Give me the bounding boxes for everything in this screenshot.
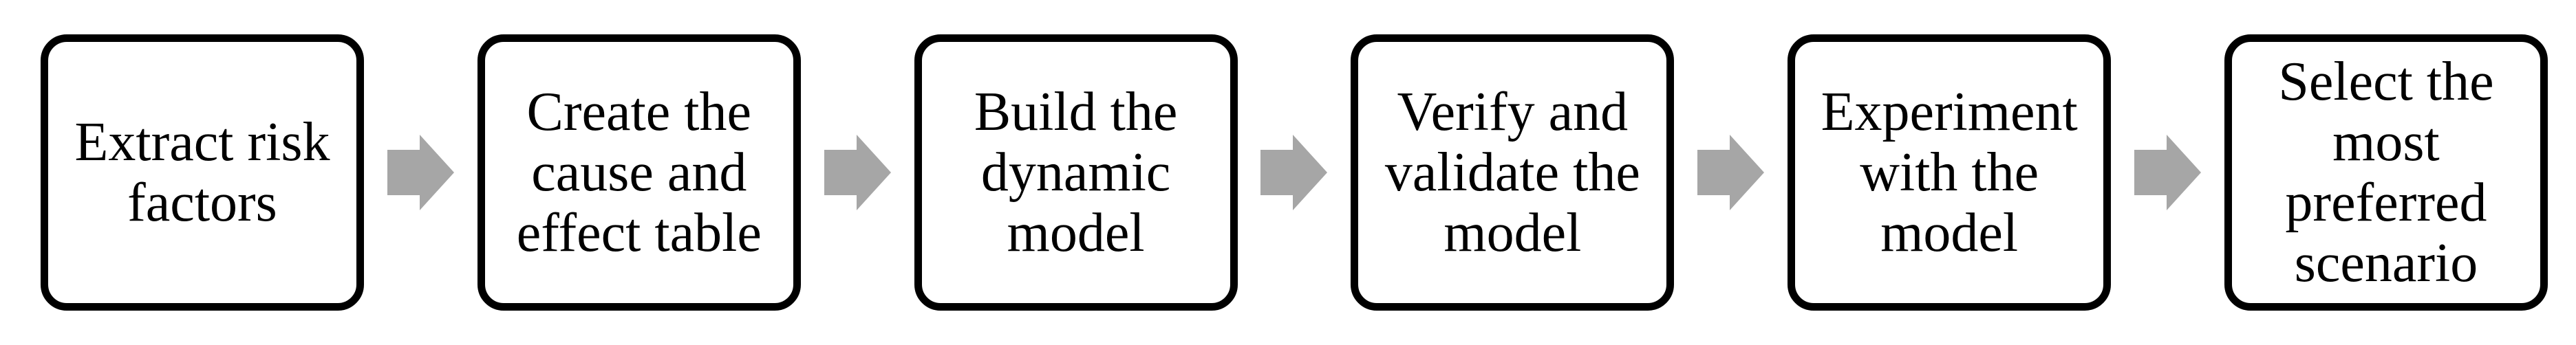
step-label-line: with the — [1860, 142, 2039, 203]
step-label-line: scenario — [2294, 233, 2478, 293]
step-label-line: Experiment — [1821, 82, 2078, 142]
flow-connector — [364, 0, 477, 345]
flow-connector — [1238, 0, 1351, 345]
arrow-right-icon — [824, 135, 891, 210]
arrow-right-icon — [387, 135, 454, 210]
step-label-line: Create the — [526, 82, 752, 142]
step-label-line: Select the — [2278, 52, 2494, 112]
arrow-right-icon — [1260, 135, 1328, 210]
flow-connector — [801, 0, 914, 345]
flow-connector — [1674, 0, 1788, 345]
step-label-line: cause and — [531, 142, 747, 203]
step-label-line: factors — [127, 172, 277, 233]
step-label-line: model — [1443, 203, 1582, 263]
step-label-line: effect table — [516, 203, 762, 263]
step-label-line: dynamic — [980, 142, 1171, 203]
arrow-right-icon — [2134, 135, 2202, 210]
flow-connector — [2111, 0, 2224, 345]
step-label-line: Extract risk — [74, 112, 330, 172]
step-label-line: Build the — [974, 82, 1178, 142]
step-label-line: model — [1880, 203, 2019, 263]
step-label-line: validate the — [1384, 142, 1640, 203]
step-label-line: preferred — [2285, 172, 2487, 233]
step-label-line: most — [2332, 112, 2440, 172]
arrow-right-icon — [1697, 135, 1765, 210]
step-label-line: Verify and — [1397, 82, 1629, 142]
step-label-line: model — [1007, 203, 1145, 263]
